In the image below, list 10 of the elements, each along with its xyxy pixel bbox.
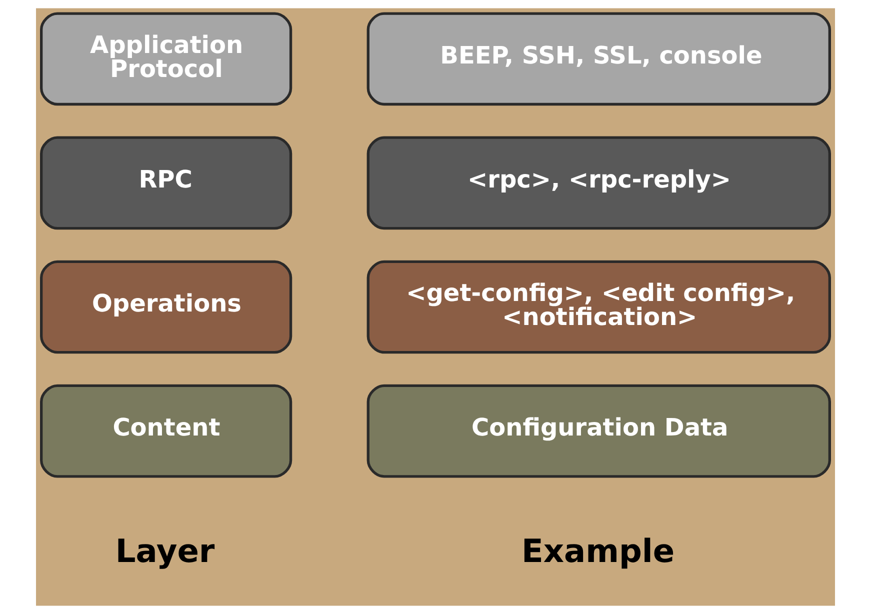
node-box: <rpc>, <rpc-reply> <box>366 136 831 230</box>
node-box: <get-config>, <edit config>, <notification> <box>366 260 831 354</box>
node-box: Application Protocol <box>40 12 292 106</box>
label: Layer <box>115 532 215 570</box>
node-box: Content <box>40 384 292 478</box>
label: Example <box>522 532 675 570</box>
node-box: BEEP, SSH, SSL, console <box>366 12 831 106</box>
node-box: Configuration Data <box>366 384 831 478</box>
node-box: Operations <box>40 260 292 354</box>
node-box: RPC <box>40 136 292 230</box>
